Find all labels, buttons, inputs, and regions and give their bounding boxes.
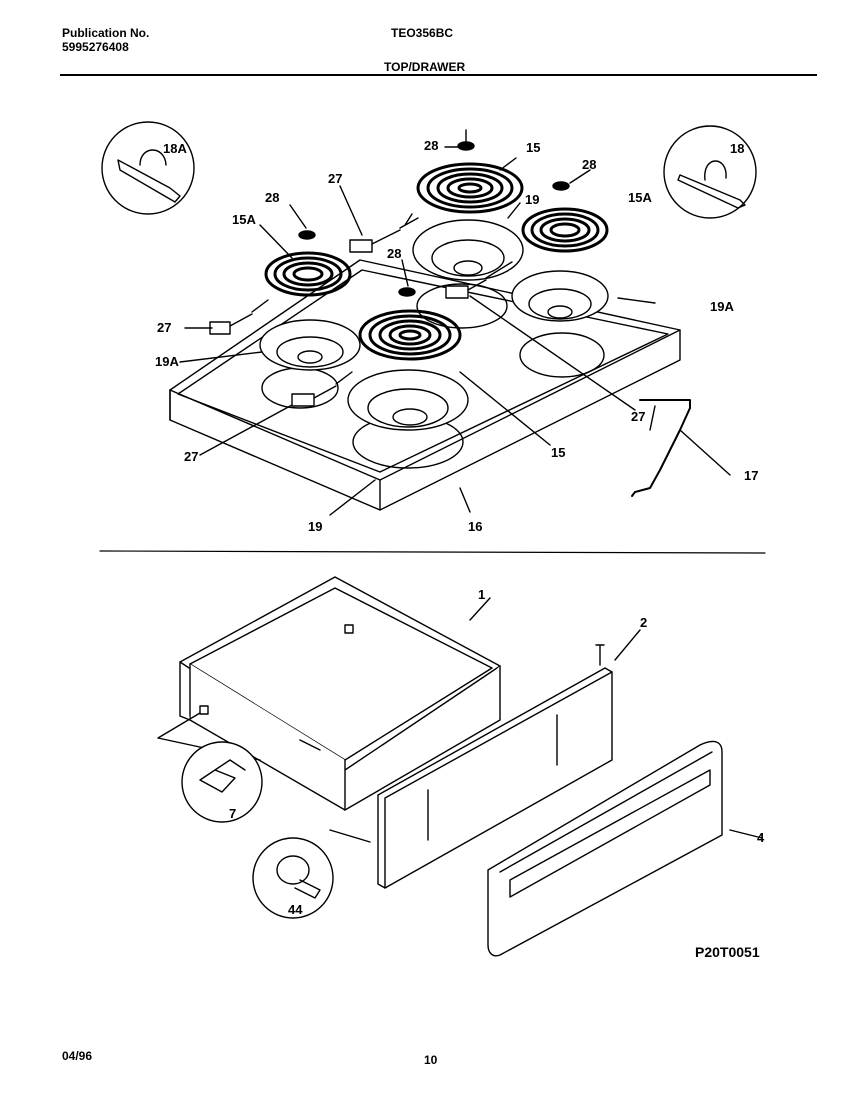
model-number: TEO356BC: [391, 26, 454, 40]
callout-16: 16: [468, 519, 483, 534]
drip-bowl-left: [259, 319, 361, 371]
callout-28: 28: [387, 246, 402, 261]
callout-19A: 19A: [710, 299, 734, 314]
callout-15A: 15A: [628, 190, 652, 205]
drip-bowl-back: [412, 219, 524, 281]
element-left-small: [264, 251, 352, 297]
drip-bowl-front: [347, 369, 469, 431]
page-number: 10: [424, 1053, 438, 1067]
callout-28: 28: [265, 190, 280, 205]
publication-label: Publication No.: [62, 26, 150, 40]
callout-44: 44: [288, 902, 303, 917]
receptacle-blocks: [209, 213, 513, 407]
callout-4: 4: [757, 830, 765, 845]
detail-7: [181, 741, 263, 823]
detail-44: [252, 837, 334, 919]
element-back-large: [416, 162, 524, 214]
callout-19: 19: [308, 519, 323, 534]
callout-27: 27: [328, 171, 343, 186]
callout-15: 15: [526, 140, 541, 155]
callout-17: 17: [744, 468, 759, 483]
drawer-front: [487, 740, 723, 957]
callout-15: 15: [551, 445, 566, 460]
detail-18A: [101, 121, 195, 215]
callout-27: 27: [184, 449, 199, 464]
cutout-back: [416, 283, 508, 329]
element-right-small: [521, 207, 609, 253]
callout-28: 28: [582, 157, 597, 172]
callout-2: 2: [640, 615, 648, 630]
callout-7: 7: [229, 806, 237, 821]
callout-27: 27: [157, 320, 172, 335]
section-title: TOP/DRAWER: [384, 60, 466, 74]
callout-18: 18: [730, 141, 745, 156]
detail-18: [663, 125, 757, 219]
lift-rod: [631, 399, 691, 497]
publication-date: 04/96: [62, 1049, 93, 1063]
drawer-panel: [377, 644, 613, 889]
publication-number: 5995276408: [62, 40, 129, 54]
callout-28: 28: [424, 138, 439, 153]
cutout-right: [519, 332, 605, 378]
callout-18A: 18A: [163, 141, 187, 156]
figure-code: P20T0051: [695, 944, 760, 960]
header-rule: [60, 74, 817, 76]
callout-15A: 15A: [232, 212, 256, 227]
drip-bowl-right: [511, 270, 609, 322]
callout-19: 19: [525, 192, 540, 207]
callout-27: 27: [631, 409, 646, 424]
callout-1: 1: [478, 587, 486, 602]
element-front-large: [358, 309, 462, 361]
callout-19A: 19A: [155, 354, 179, 369]
drawer-body: [179, 576, 501, 811]
